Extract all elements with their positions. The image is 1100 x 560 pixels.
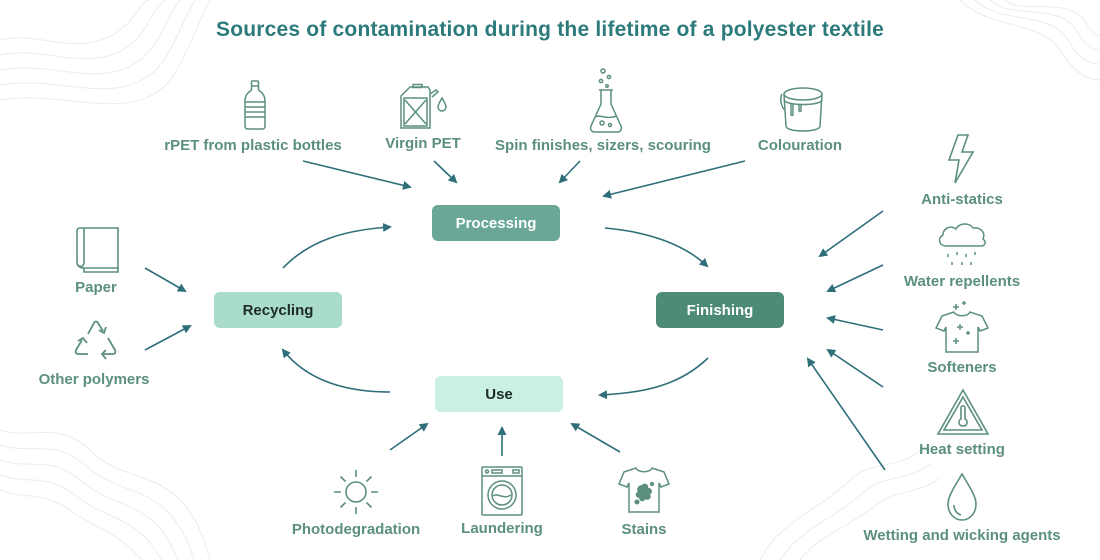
label-water-repellents: Water repellents	[903, 273, 1021, 290]
paint-bucket-icon	[780, 86, 825, 132]
stage-use: Use	[435, 376, 563, 412]
label-colouration: Colouration	[757, 137, 843, 154]
stage-processing: Processing	[432, 205, 560, 241]
label-other-polymers: Other polymers	[38, 371, 150, 388]
arrow-photodegradation-to-use	[389, 422, 429, 451]
arrow-softeners-to-finishing	[826, 315, 884, 331]
arrow-spin-finishes-to-processing	[558, 160, 581, 184]
label-heat-setting: Heat setting	[919, 441, 1005, 458]
paper-icon	[74, 226, 120, 274]
arrow-recycling-to-processing	[282, 222, 392, 269]
label-stains: Stains	[621, 521, 667, 538]
recycle-icon	[70, 316, 122, 364]
label-wetting-wicking: Wetting and wicking agents	[863, 527, 1061, 544]
arrow-use-to-recycling	[281, 348, 391, 393]
arrow-anti-statics-to-finishing	[818, 210, 884, 258]
sparkling-shirt-icon	[934, 300, 990, 354]
heat-warning-icon	[936, 388, 990, 436]
arrow-virgin-pet-to-processing	[433, 160, 458, 184]
arrow-stains-to-use	[570, 422, 621, 453]
stage-recycling: Recycling	[214, 292, 342, 328]
flask-icon	[588, 68, 624, 134]
sun-icon	[332, 468, 380, 516]
arrow-paper-to-recycling	[144, 267, 187, 292]
arrow-processing-to-finishing	[604, 227, 709, 268]
droplet-icon	[945, 472, 979, 522]
label-virgin-pet: Virgin PET	[385, 135, 461, 152]
label-laundering: Laundering	[461, 520, 543, 537]
arrow-finishing-to-use	[598, 357, 709, 400]
arrow-heat-setting-to-finishing	[826, 348, 884, 388]
arrow-rpet-to-processing	[302, 160, 412, 190]
washing-machine-icon	[481, 466, 523, 516]
jerrycan-icon	[398, 83, 448, 130]
label-paper: Paper	[75, 279, 117, 296]
diagram-title: Sources of contamination during the life…	[215, 18, 884, 41]
label-photodegradation: Photodegradation	[291, 521, 421, 538]
label-spin-finishes: Spin finishes, sizers, scouring	[495, 137, 711, 154]
rain-cloud-icon	[936, 222, 988, 268]
label-rpet: rPET from plastic bottles	[164, 137, 342, 154]
arrow-other-polymers-to-recycling	[144, 325, 192, 351]
arrow-water-repellents-to-finishing	[826, 264, 884, 293]
stained-shirt-icon	[618, 466, 670, 514]
label-softeners: Softeners	[927, 359, 997, 376]
arrow-colouration-to-processing	[602, 160, 746, 199]
label-anti-statics: Anti-statics	[921, 191, 1003, 208]
lightning-icon	[946, 134, 976, 184]
arrow-wetting-to-finishing	[806, 357, 886, 471]
plastic-bottle-icon	[243, 80, 267, 130]
stage-finishing: Finishing	[656, 292, 784, 328]
